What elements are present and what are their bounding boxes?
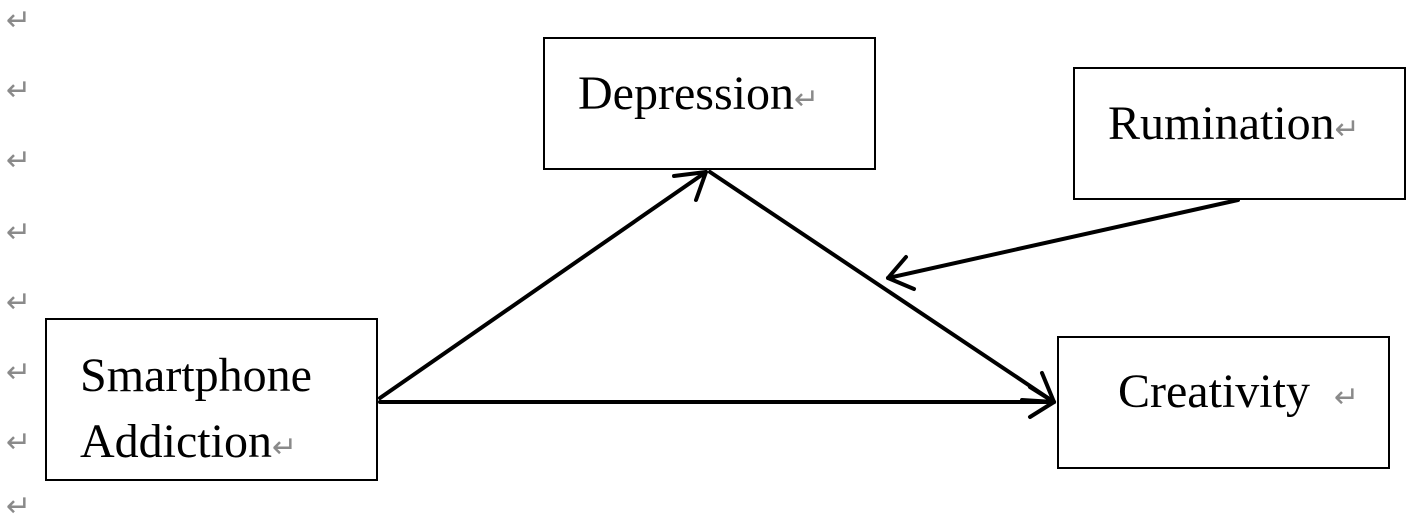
paragraph-mark: ↵ (6, 425, 32, 460)
rumination-label: Rumination↵ (1108, 97, 1360, 150)
creativity-label: Creativity↵ (1118, 365, 1360, 418)
rumination-box (1073, 67, 1406, 200)
paragraph-mark: ↵ (1334, 112, 1360, 147)
smartphone-addiction-box (45, 318, 378, 481)
arrowhead-moderation (886, 255, 916, 291)
paragraph-mark: ↵ (6, 355, 32, 390)
paragraph-mark: ↵ (6, 285, 32, 320)
smartphone-addiction-label-line2: Addiction↵ (80, 415, 298, 468)
paragraph-mark: ↵ (1333, 380, 1360, 415)
paragraph-mark: ↵ (6, 215, 32, 250)
smartphone-addiction-label-line1: Smartphone (80, 349, 312, 402)
arrow-addiction-to-depression (378, 170, 708, 400)
paragraph-mark: ↵ (793, 82, 820, 117)
arrow-depression-to-creativity (708, 170, 1056, 404)
arrow-rumination-moderation (886, 198, 1240, 280)
depression-label: Depression↵ (578, 67, 820, 120)
depression-box (543, 37, 876, 170)
paragraph-mark: ↵ (6, 143, 32, 178)
arrowhead-depression (672, 170, 708, 202)
arrowhead-creativity-lower (1028, 385, 1056, 419)
paragraph-mark: ↵ (271, 430, 298, 465)
creativity-box (1057, 336, 1390, 469)
paragraph-mark: ↵ (6, 73, 32, 108)
paragraph-mark: ↵ (6, 489, 32, 524)
paragraph-mark: ↵ (6, 3, 32, 38)
